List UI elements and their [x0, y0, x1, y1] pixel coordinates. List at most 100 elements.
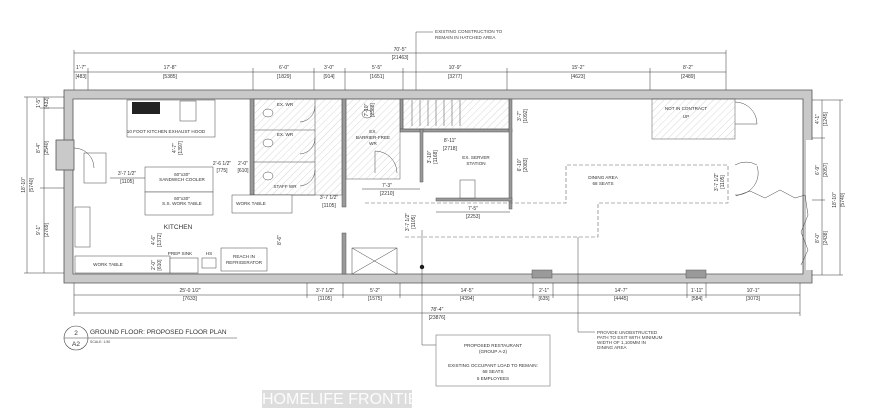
dim-label: [5740] — [29, 177, 35, 192]
dim-label: [610] — [237, 168, 249, 174]
dim-label: [1168] — [433, 150, 439, 164]
dim-label: 14'-5" — [461, 288, 474, 294]
dim-label: [1105] — [411, 215, 417, 229]
dim-label: 4'-6" — [151, 235, 157, 245]
dim-label: 3'-10" — [427, 150, 433, 163]
occupancy-line: (GROUP A-2) — [479, 349, 507, 354]
dim-label: [1105] — [120, 179, 134, 185]
dim-label: 2'-0" — [151, 260, 157, 270]
dim-label: [4623] — [571, 74, 586, 80]
dim-label: 9'-1" — [36, 225, 42, 235]
room-label-kitchen: KITCHEN — [164, 224, 193, 231]
top-dimensions: 70'-5" [21463] 1'-7" [483] 17'-8" [5385]… — [73, 47, 727, 98]
room-label-barrier-free-wr: WR — [369, 141, 377, 146]
dim-label: 8'-0" — [815, 233, 821, 243]
dim-label: [2057] — [823, 162, 829, 177]
dim-label: [610] — [157, 259, 163, 271]
dim-label: 5'-2" — [370, 288, 380, 294]
dim-label: [2253] — [466, 214, 481, 220]
washrooms: EX. WR EX. WR STAFF WR EX. BARRIER-FREE … — [253, 98, 510, 196]
elevator-shaft — [351, 247, 425, 275]
equipment-label: REACH IN — [233, 254, 255, 259]
equipment-label: WORK TABLE — [236, 201, 266, 206]
room-label-barrier-free-wr: EX. — [369, 129, 376, 134]
existing-construction-callout: EXISTING CONSTRUCTION TO REMAIN IN HATCH… — [415, 29, 503, 95]
dim-label: [1245] — [823, 111, 829, 126]
dim-label: [635] — [538, 296, 550, 302]
room-label-server-station: STATION — [466, 161, 485, 166]
dim-label: 2'-1" — [539, 288, 549, 294]
occupancy-line: EXISTING OCCUPANT LOAD TO REMAIN: — [448, 363, 538, 368]
dim-label: 17'-8" — [164, 65, 177, 71]
dim-label: [775] — [216, 168, 228, 174]
drawing-title-block: 2 A2 GROUND FLOOR: PROPOSED FLOOR PLAN S… — [63, 325, 237, 351]
dim-label: 10'-9" — [449, 65, 462, 71]
detail-number: 2 — [74, 330, 78, 337]
dim-label: 7'-3" — [382, 183, 392, 189]
dim-label: [584] — [691, 296, 703, 302]
dim-label: [4445] — [614, 296, 629, 302]
callout-line: PROVIDE UNOBSTRUCTED — [597, 330, 658, 335]
dim-label: [1105] — [322, 203, 336, 209]
dim-label: 6'-9" — [815, 165, 821, 175]
room-label-server-station: EX. SERVER — [462, 155, 490, 160]
drawing-title: GROUND FLOOR: PROPOSED FLOOR PLAN — [90, 329, 227, 336]
dim-label: 3'-7 1/2" — [320, 195, 339, 201]
dim-label: 8'-6" — [277, 235, 283, 245]
dim-label: [2718] — [443, 146, 458, 152]
dim-label: 18'-10" — [21, 177, 27, 193]
dim-label: [5385] — [163, 74, 178, 80]
dim-label: 4'-7" — [172, 143, 178, 153]
callout-line: WIDTH OF 1,100MM IN — [597, 340, 646, 345]
right-dimensions: 4'-1" [1245] 6'-9" [2057] 8'-0" [2438] 1… — [812, 99, 846, 276]
dim-label: [5740] — [840, 192, 846, 207]
dim-label: [2388] — [370, 102, 376, 117]
room-label-ex-wr: EX. WR — [277, 102, 294, 107]
equipment-label: WORK TABLE — [93, 262, 123, 267]
equipment-label: PREP SINK — [168, 251, 193, 256]
dim-label: 7'-5" — [468, 206, 478, 212]
left-dimensions: 1'-5" [432] 8'-4" [2540] 9'-1" [2769] 18… — [21, 96, 64, 274]
room-label-barrier-free-wr: BARRIER-FREE — [356, 135, 390, 140]
dining-area: DINING AREA 68 SEATS 3'-7 1/2" [1105] NO… — [365, 98, 809, 266]
equipment-label: HS — [206, 251, 212, 256]
dim-label: 5'-5" — [372, 65, 382, 71]
dim-label: [4394] — [460, 296, 475, 302]
room-label-ex-wr: EX. WR — [277, 132, 294, 137]
room-label-dining: DINING AREA — [588, 175, 619, 180]
dim-label: 8'-4" — [36, 143, 42, 153]
dim-label: [1397] — [178, 140, 184, 155]
equipment-label: REFRIGERATOR — [226, 260, 263, 265]
dim-label: 6'-0" — [279, 65, 289, 71]
occupancy-line: PROPOSED RESTAURANT — [464, 343, 522, 348]
dim-label: 3'-0" — [324, 65, 334, 71]
dim-label: 1'-5" — [36, 98, 42, 108]
occupancy-line: 68 SEATS — [482, 369, 503, 374]
dim-label: [2438] — [823, 230, 829, 245]
equipment-label: 60"x30" — [174, 172, 190, 177]
dim-overall-top: 70'-5" — [394, 47, 407, 53]
dim-label: 1'-11" — [691, 288, 704, 294]
callout-line: PATH TO EXIT WITH MINIMUM — [597, 335, 663, 340]
dim-label: [2083] — [523, 157, 529, 172]
dim-label: [3277] — [448, 74, 463, 80]
dim-label: [483] — [75, 74, 87, 80]
dim-label: [2769] — [44, 222, 50, 237]
watermark-text: HOMELIFE FRONTIER REALTY Inc., Brokerage — [262, 391, 608, 408]
occupancy-note: PROPOSED RESTAURANT (GROUP A-2) EXISTING… — [421, 230, 551, 387]
dim-label: 3'-7 1/2" — [714, 173, 720, 192]
dim-label: 8'-2" — [683, 65, 693, 71]
dim-label: [1575] — [368, 296, 383, 302]
server-station: EX. SERVER STATION 8'-11" [2718] 3'-10" … — [362, 102, 529, 231]
dim-label: 3'-7 1/2" — [118, 171, 137, 177]
dim-label: 8'-11" — [444, 138, 457, 144]
dim-label: [3073] — [746, 296, 761, 302]
room-label-staff-wr: STAFF WR — [273, 184, 297, 189]
dim-label: 3'-7 1/2" — [405, 213, 411, 232]
equipment-label: 60"x30" — [174, 196, 190, 201]
dim-label: [1829] — [277, 74, 292, 80]
dim-label: [1372] — [157, 232, 163, 247]
dim-label: [2540] — [44, 140, 50, 155]
equipment-label: SANDWICH COOLER — [159, 177, 205, 182]
